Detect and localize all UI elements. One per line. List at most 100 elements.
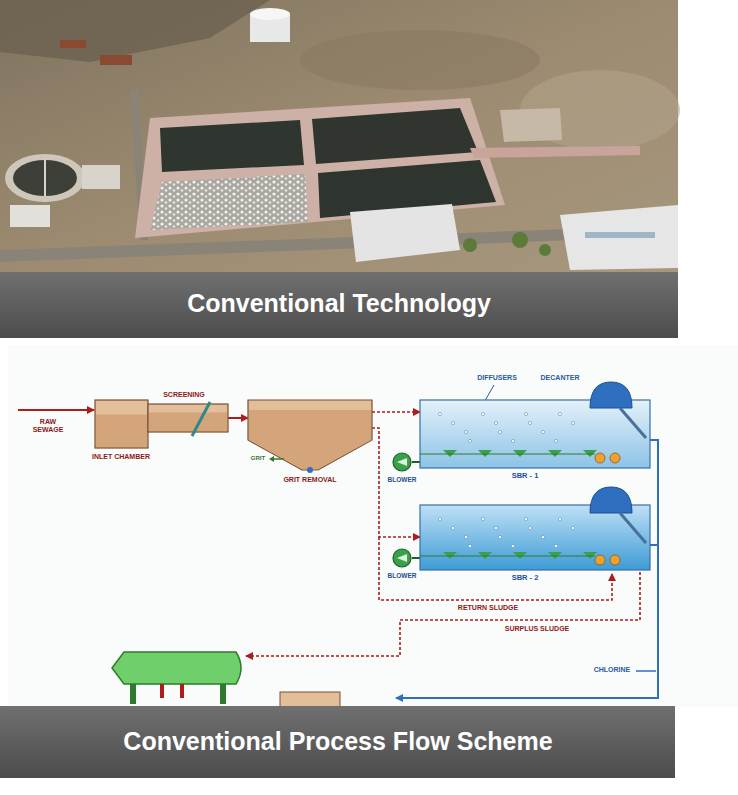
blower-impeller bbox=[397, 554, 407, 562]
blower-impeller bbox=[397, 458, 407, 466]
air-bubble bbox=[464, 535, 467, 538]
air-bubble bbox=[541, 430, 544, 433]
building bbox=[560, 205, 678, 270]
flow-label: GRIT bbox=[251, 455, 265, 462]
channel-box bbox=[500, 108, 562, 142]
sludge-pump bbox=[610, 555, 620, 565]
sbr-tank: SBR - 1 bbox=[420, 400, 650, 468]
air-bubble bbox=[498, 430, 501, 433]
tree bbox=[463, 238, 477, 252]
air-bubble bbox=[464, 430, 467, 433]
blower: BLOWER bbox=[392, 452, 412, 472]
basin bbox=[312, 108, 478, 164]
part-label: DIFFUSERS bbox=[477, 374, 517, 382]
sludge-sump bbox=[280, 692, 340, 708]
inlet-chamber: INLET CHAMBER bbox=[95, 400, 148, 448]
node-label: SCREENING bbox=[163, 391, 205, 399]
air-bubble bbox=[438, 517, 441, 520]
decanter-arm bbox=[620, 513, 646, 543]
air-bubble bbox=[554, 544, 557, 547]
air-bubble bbox=[571, 421, 574, 424]
node-shape bbox=[95, 400, 148, 448]
tank-water bbox=[149, 412, 227, 431]
flow-connector bbox=[412, 461, 420, 463]
tree bbox=[539, 244, 551, 256]
air-bubble bbox=[481, 517, 484, 520]
air-bubble bbox=[558, 412, 561, 415]
aerial-photo bbox=[0, 0, 680, 272]
sludge-pump bbox=[595, 555, 605, 565]
grit-chamber: GRIT REMOVAL bbox=[248, 400, 372, 470]
grit-outline bbox=[248, 400, 372, 470]
node-label: BLOWER bbox=[388, 572, 417, 579]
caption-band bbox=[0, 272, 678, 338]
grit-outlet bbox=[273, 458, 284, 460]
thickener-leg bbox=[220, 684, 226, 704]
node-label: SBR - 1 bbox=[512, 472, 539, 480]
flow-label: SURPLUS SLUDGE bbox=[505, 625, 570, 633]
air-bubble bbox=[558, 517, 561, 520]
tank-outline bbox=[95, 400, 148, 448]
air-bubble bbox=[494, 526, 497, 529]
node-shape bbox=[392, 548, 412, 568]
brick-stack bbox=[100, 55, 132, 65]
brick-stack bbox=[60, 40, 86, 48]
node-label: BLOWER bbox=[388, 476, 417, 483]
air-bubble bbox=[494, 421, 497, 424]
air-bubble bbox=[528, 526, 531, 529]
node-shape bbox=[148, 404, 228, 432]
surplus-sludge-line bbox=[246, 572, 640, 656]
tank-outline bbox=[148, 404, 228, 432]
air-bubble bbox=[451, 526, 454, 529]
flow-label: RAW SEWAGE bbox=[30, 418, 66, 433]
building-windows bbox=[585, 232, 655, 238]
air-bubble bbox=[524, 517, 527, 520]
building bbox=[10, 205, 50, 227]
tree bbox=[512, 232, 528, 248]
channel bbox=[470, 146, 640, 158]
diagram-ground bbox=[8, 345, 738, 707]
decanter-dome bbox=[590, 487, 632, 513]
tank-water bbox=[96, 414, 147, 447]
building bbox=[350, 204, 460, 262]
sludge-pump bbox=[595, 453, 605, 463]
grit-valve bbox=[307, 467, 313, 473]
air-bubble bbox=[511, 544, 514, 547]
air-bubble bbox=[451, 421, 454, 424]
part-label: CHLORINE bbox=[594, 666, 631, 674]
outlet-pipe bbox=[650, 544, 658, 546]
node-shape bbox=[420, 400, 650, 468]
caption-band bbox=[0, 706, 675, 778]
decanter-arm bbox=[620, 408, 646, 438]
sbr-outline bbox=[420, 400, 650, 468]
flow-connector bbox=[372, 428, 420, 537]
decanter-dome bbox=[590, 382, 632, 408]
basin bbox=[160, 120, 304, 172]
air-bubble bbox=[468, 439, 471, 442]
node-label: SBR - 2 bbox=[512, 574, 539, 582]
air-bubble bbox=[541, 535, 544, 538]
blower: BLOWER bbox=[392, 548, 412, 568]
air-bubble bbox=[524, 412, 527, 415]
air-bubble bbox=[511, 439, 514, 442]
flow-connector bbox=[372, 411, 420, 413]
part-label: DECANTER bbox=[541, 374, 580, 382]
flow-connector bbox=[412, 557, 420, 559]
bar-screen bbox=[192, 402, 210, 436]
air-bubble bbox=[528, 421, 531, 424]
node-shape bbox=[392, 452, 412, 472]
building bbox=[82, 165, 120, 189]
sludge-thickener bbox=[112, 652, 340, 708]
thickener-outlet bbox=[160, 684, 164, 698]
clarifier bbox=[5, 154, 85, 202]
outlet-pipe bbox=[396, 440, 658, 698]
screening-channel: SCREENING bbox=[148, 404, 228, 432]
clarifier-bridge bbox=[44, 160, 46, 196]
air-header bbox=[420, 454, 595, 455]
thickener-outlet bbox=[180, 684, 184, 698]
air-bubble bbox=[438, 412, 441, 415]
sbr-tank: SBR - 2 bbox=[420, 505, 650, 570]
blower-symbol bbox=[393, 549, 411, 567]
water-tank-top bbox=[250, 8, 290, 20]
